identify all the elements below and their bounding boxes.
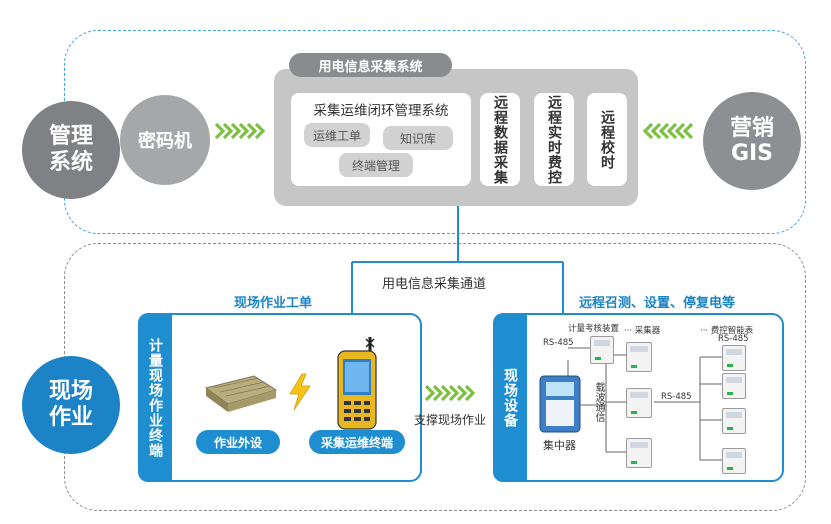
smart-meter-label: ··· 费控智能表	[700, 326, 754, 336]
rs485-label-c: RS-485	[661, 392, 692, 402]
concentrator-icon	[539, 375, 581, 433]
cipher-machine-circle: 密码机	[120, 95, 210, 185]
field-line2: 作业	[48, 405, 93, 430]
arrow-chevrons-left	[214, 122, 266, 140]
arrow-chevrons-right	[642, 122, 694, 140]
support-field-label: 支撑现场作业	[414, 413, 487, 427]
carrier-label: 载波通信	[593, 382, 604, 422]
smart-meter-1	[722, 345, 746, 371]
module-terminal-management: 终端管理	[339, 153, 413, 177]
meter-check-device	[590, 336, 614, 364]
collector-1	[626, 342, 652, 372]
column-remote-data-collection: 远程数据采集	[480, 93, 520, 186]
column-remote-realtime-fee-control: 远程实时费控	[534, 93, 574, 186]
management-line1: 管理	[48, 124, 93, 149]
module-knowledge-base: 知识库	[383, 126, 453, 150]
collection-system-title: 用电信息采集系统	[289, 53, 452, 77]
field-operation-circle: 现场作业	[22, 356, 120, 454]
cipher-label: 密码机	[138, 131, 192, 152]
marketing-line1: 营销	[729, 116, 774, 141]
field-line1: 现场	[48, 379, 93, 404]
management-system-circle: 管理系统	[22, 101, 120, 199]
smart-meter-3	[722, 408, 746, 434]
field-devices-bar: 现场设备	[493, 313, 527, 482]
collector-2	[626, 388, 652, 418]
rs485-label-a: RS-485	[543, 338, 574, 348]
lightning-icon	[289, 373, 311, 411]
smart-meter-4	[722, 448, 746, 474]
column-remote-time-sync: 远程校时	[587, 93, 627, 186]
ops-terminal-button[interactable]: 采集运维终端	[309, 430, 405, 454]
rs485-label-b: RS-485	[718, 334, 749, 344]
external-device-button[interactable]: 作业外设	[196, 430, 280, 454]
collector-3	[626, 438, 652, 468]
work-order-label: 现场作业工单	[234, 296, 313, 311]
field-terminal-bar: 计量现场作业终端	[138, 313, 172, 482]
concentrator-label: 集中器	[543, 439, 576, 452]
closed-loop-system-title: 采集运维闭环管理系统	[313, 103, 449, 119]
remote-operations-label: 远程召测、设置、停复电等	[579, 296, 736, 311]
smart-meter-2	[722, 373, 746, 399]
management-line2: 系统	[48, 150, 93, 175]
marketing-line2: GIS	[730, 141, 774, 166]
channel-label: 用电信息采集通道	[382, 277, 487, 292]
handheld-terminal-icon	[337, 337, 377, 430]
arrow-chevrons-middle	[424, 384, 476, 402]
meter-check-label: 计量考核装置	[568, 324, 620, 334]
collector-label: ··· 采集器	[624, 326, 661, 336]
module-work-order: 运维工单	[304, 123, 370, 147]
external-device-icon	[204, 375, 278, 412]
